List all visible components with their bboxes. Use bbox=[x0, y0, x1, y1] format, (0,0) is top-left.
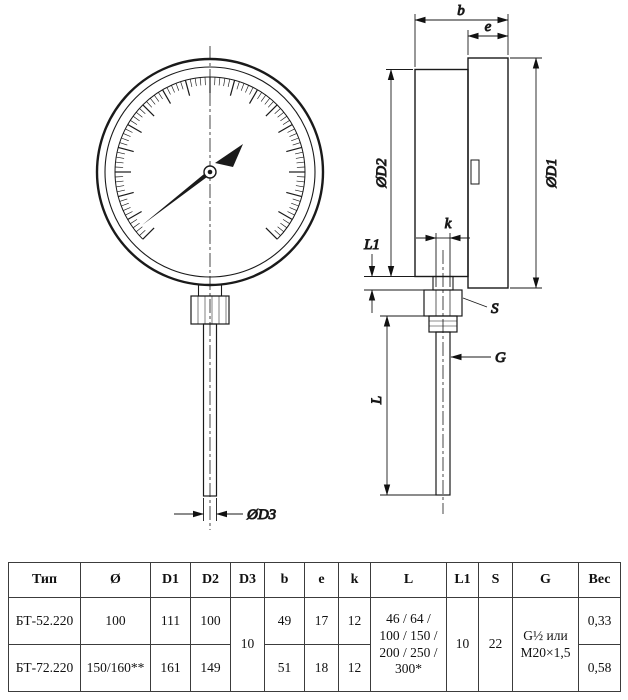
side-stem bbox=[435, 331, 451, 496]
header-l1: L1 bbox=[446, 562, 479, 598]
needle-tail-flag bbox=[215, 144, 243, 167]
header-l: L bbox=[370, 562, 447, 598]
header-s: S bbox=[478, 562, 513, 598]
dim-label-l1: L1 bbox=[363, 237, 380, 253]
header-k: k bbox=[338, 562, 371, 598]
cell-b: 51 bbox=[264, 644, 305, 692]
table-row-bt72: БТ-72.220 150/160** 161 149 51 18 12 0,5… bbox=[8, 644, 621, 692]
header-row: Тип Ø D1 D2 D3 b e k L L1 S G Вес bbox=[8, 562, 621, 598]
dim-label-e: e bbox=[485, 19, 492, 35]
dim-label-k: k bbox=[445, 216, 452, 232]
header-diameter: Ø bbox=[80, 562, 151, 598]
cell-b: 49 bbox=[264, 597, 305, 645]
knurl-lines bbox=[197, 296, 227, 324]
header-g: G bbox=[512, 562, 579, 598]
dim-d1 bbox=[510, 57, 542, 289]
cell-d1: 111 bbox=[150, 597, 191, 645]
cell-ves: 0,58 bbox=[578, 644, 621, 692]
leader-s bbox=[462, 297, 488, 308]
side-case bbox=[414, 68, 469, 278]
side-view: b e ØD2 ØD1 bbox=[363, 3, 561, 514]
cell-d1: 161 bbox=[150, 644, 191, 692]
front-stem bbox=[202, 323, 218, 497]
header-type: Тип bbox=[8, 562, 81, 598]
dim-label-d2: ØD2 bbox=[374, 158, 390, 189]
side-bracket bbox=[470, 159, 480, 185]
header-ves: Вес bbox=[578, 562, 621, 598]
cell-l-merged: 46 / 64 / 100 / 150 / 200 / 250 / 300* bbox=[370, 597, 447, 692]
dim-b bbox=[414, 14, 509, 67]
cell-diameter: 150/160** bbox=[80, 644, 151, 692]
needle-hub-dot bbox=[207, 169, 213, 175]
dial-ticks bbox=[115, 77, 305, 240]
dim-l1 bbox=[364, 254, 424, 313]
table-row-bt52: БТ-52.220 100 111 100 10 49 17 12 46 / 6… bbox=[8, 597, 621, 692]
header-d2: D2 bbox=[190, 562, 231, 598]
cell-s-merged: 22 bbox=[478, 597, 513, 692]
dim-d2 bbox=[386, 69, 413, 277]
cell-d3-merged: 10 bbox=[230, 597, 265, 692]
cell-e: 17 bbox=[304, 597, 339, 645]
header-d3: D3 bbox=[230, 562, 265, 598]
header-b: b bbox=[264, 562, 305, 598]
header-e: e bbox=[304, 562, 339, 598]
front-view: ØD3 bbox=[95, 46, 325, 530]
dim-label-s: S bbox=[491, 301, 499, 317]
dim-label-d3: ØD3 bbox=[246, 507, 276, 523]
side-bezel-ring bbox=[467, 57, 509, 289]
dim-label-l: L bbox=[369, 396, 385, 405]
dim-e bbox=[467, 30, 509, 55]
dim-k bbox=[416, 233, 470, 287]
cell-e: 18 bbox=[304, 644, 339, 692]
cell-type: БТ-72.220 bbox=[8, 644, 81, 692]
cell-g-merged: G½ или М20×1,5 bbox=[512, 597, 579, 692]
cell-l1-merged: 10 bbox=[446, 597, 479, 692]
needle bbox=[142, 144, 243, 225]
dim-l bbox=[380, 315, 436, 496]
cell-type: БТ-52.220 bbox=[8, 597, 81, 645]
cell-diameter: 100 bbox=[80, 597, 151, 645]
technical-drawing: ØD3 b bbox=[95, 3, 561, 530]
header-d1: D1 bbox=[150, 562, 191, 598]
cell-k: 12 bbox=[338, 644, 371, 692]
dim-label-b: b bbox=[457, 3, 465, 19]
dim-label-d1: ØD1 bbox=[544, 158, 560, 188]
dim-d3 bbox=[174, 498, 243, 521]
dim-label-g: G bbox=[495, 350, 506, 366]
gauge-bezel-inner bbox=[104, 66, 316, 278]
cell-d2: 149 bbox=[190, 644, 231, 692]
cell-ves: 0,33 bbox=[578, 597, 621, 645]
spec-table: Тип Ø D1 D2 D3 b e k L L1 S G Вес БТ-52.… bbox=[8, 562, 621, 692]
cell-d2: 100 bbox=[190, 597, 231, 645]
cell-k: 12 bbox=[338, 597, 371, 645]
